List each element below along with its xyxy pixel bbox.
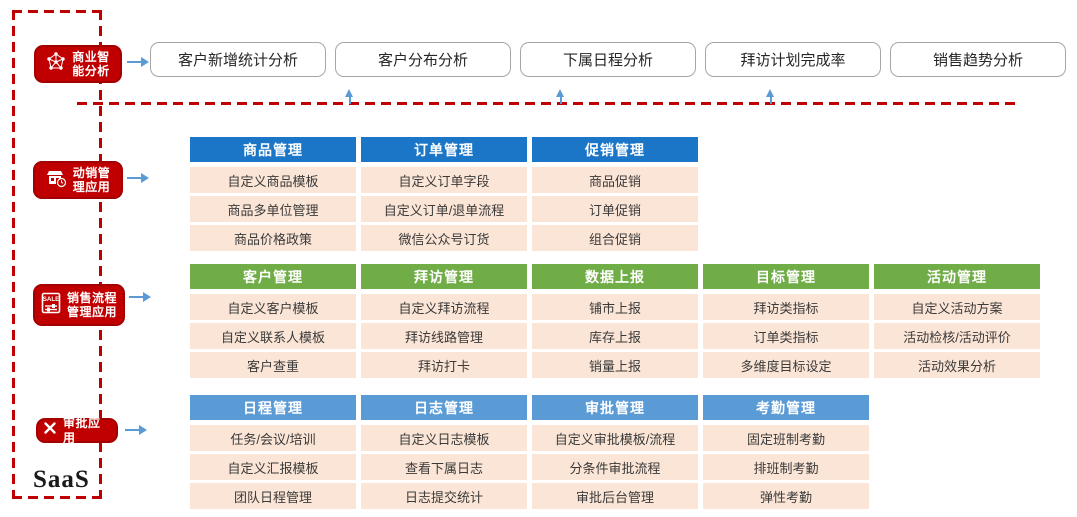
column-header: 订单管理 [361,137,527,162]
feature-cell: 拜访类指标 [703,294,869,320]
module-column: 商品管理自定义商品模板商品多单位管理商品价格政策 [190,137,356,251]
module-column: 审批管理自定义审批模板/流程分条件审批流程审批后台管理 [532,395,698,509]
column-header: 拜访管理 [361,264,527,289]
feature-cell: 库存上报 [532,323,698,349]
column-header: 日程管理 [190,395,356,420]
feature-cell: 组合促销 [532,225,698,251]
badge-bi-analysis: 商业智 能分析 [34,45,122,83]
feature-cell: 自定义客户模板 [190,294,356,320]
feature-cell: 销量上报 [532,352,698,378]
module-column: 拜访管理自定义拜访流程拜访线路管理拜访打卡 [361,264,527,378]
bi-analysis-box: 销售趋势分析 [890,42,1066,77]
module-column: 日程管理任务/会议/培训自定义汇报模板团队日程管理 [190,395,356,509]
column-header: 审批管理 [532,395,698,420]
feature-cell: 审批后台管理 [532,483,698,509]
badge-label: 商业智 能分析 [72,49,110,78]
feature-cell: 订单类指标 [703,323,869,349]
feature-cell: 分条件审批流程 [532,454,698,480]
feature-cell: 微信公众号订货 [361,225,527,251]
feature-cell: 自定义拜访流程 [361,294,527,320]
right-arrow-icon [127,57,149,67]
saas-frame-bottom [12,496,102,499]
up-arrow-icon [345,89,354,104]
feature-cell: 活动检核/活动评价 [874,323,1040,349]
column-header: 日志管理 [361,395,527,420]
feature-cell: 商品多单位管理 [190,196,356,222]
bi-divider-dashed-line [77,102,1020,105]
badge-sales-activation-app: 动销管 理应用 [33,161,123,199]
feature-cell: 自定义联系人模板 [190,323,356,349]
feature-cell: 团队日程管理 [190,483,356,509]
bi-analysis-box: 客户分布分析 [335,42,511,77]
right-arrow-icon [129,292,151,302]
column-header: 活动管理 [874,264,1040,289]
badge-label: 销售流程 管理应用 [66,290,117,319]
feature-cell: 商品价格政策 [190,225,356,251]
feature-cell: 查看下属日志 [361,454,527,480]
feature-cell: 活动效果分析 [874,352,1040,378]
feature-cell: 自定义汇报模板 [190,454,356,480]
up-arrow-icon [766,89,775,104]
right-arrow-icon [127,173,149,183]
module-column: 数据上报铺市上报库存上报销量上报 [532,264,698,378]
module-section: 客户管理自定义客户模板自定义联系人模板客户查重拜访管理自定义拜访流程拜访线路管理… [190,264,1040,378]
badge-label: 审批应用 [63,416,101,445]
feature-cell: 日志提交统计 [361,483,527,509]
column-header: 数据上报 [532,264,698,289]
sale-tag-icon: SALE [41,292,61,319]
feature-cell: 客户查重 [190,352,356,378]
bi-analysis-box: 拜访计划完成率 [705,42,881,77]
up-arrow-icon [556,89,565,104]
module-section: 日程管理任务/会议/培训自定义汇报模板团队日程管理日志管理自定义日志模板查看下属… [190,395,869,509]
module-column: 日志管理自定义日志模板查看下属日志日志提交统计 [361,395,527,509]
feature-cell: 自定义订单字段 [361,167,527,193]
right-arrow-icon [125,425,147,435]
module-column: 目标管理拜访类指标订单类指标多维度目标设定 [703,264,869,378]
bi-analysis-box: 下属日程分析 [520,42,696,77]
saas-frame-left [12,10,15,499]
column-header: 考勤管理 [703,395,869,420]
feature-cell: 铺市上报 [532,294,698,320]
module-column: 订单管理自定义订单字段自定义订单/退单流程微信公众号订货 [361,137,527,251]
module-column: 客户管理自定义客户模板自定义联系人模板客户查重 [190,264,356,378]
feature-cell: 任务/会议/培训 [190,425,356,451]
feature-cell: 自定义活动方案 [874,294,1040,320]
saas-label: SaaS [33,466,90,493]
feature-cell: 自定义订单/退单流程 [361,196,527,222]
saas-frame-top [12,10,102,13]
network-analysis-icon [46,51,66,77]
feature-cell: 商品促销 [532,167,698,193]
bi-box-row: 客户新增统计分析客户分布分析下属日程分析拜访计划完成率销售趋势分析 [150,42,1066,77]
feature-cell: 自定义商品模板 [190,167,356,193]
bi-analysis-box: 客户新增统计分析 [150,42,326,77]
column-header: 目标管理 [703,264,869,289]
badge-label: 动销管 理应用 [72,165,111,194]
svg-text:SALE: SALE [43,296,60,303]
feature-cell: 自定义日志模板 [361,425,527,451]
feature-cell: 自定义审批模板/流程 [532,425,698,451]
column-header: 客户管理 [190,264,356,289]
column-header: 商品管理 [190,137,356,162]
module-section: 商品管理自定义商品模板商品多单位管理商品价格政策订单管理自定义订单字段自定义订单… [190,137,698,251]
feature-cell: 拜访线路管理 [361,323,527,349]
badge-approval-app: 审批应用 [36,416,118,445]
feature-cell: 拜访打卡 [361,352,527,378]
store-icon [46,168,67,193]
module-column: 活动管理自定义活动方案活动检核/活动评价活动效果分析 [874,264,1040,378]
saas-frame-right [99,10,102,499]
column-header: 促销管理 [532,137,698,162]
module-column: 促销管理商品促销订单促销组合促销 [532,137,698,251]
badge-sales-process-app: SALE 销售流程 管理应用 [33,284,125,326]
module-column: 考勤管理固定班制考勤排班制考勤弹性考勤 [703,395,869,509]
feature-cell: 弹性考勤 [703,483,869,509]
feature-cell: 多维度目标设定 [703,352,869,378]
feature-cell: 固定班制考勤 [703,425,869,451]
feature-cell: 订单促销 [532,196,698,222]
feature-cell: 排班制考勤 [703,454,869,480]
crossed-tools-icon [43,421,57,440]
